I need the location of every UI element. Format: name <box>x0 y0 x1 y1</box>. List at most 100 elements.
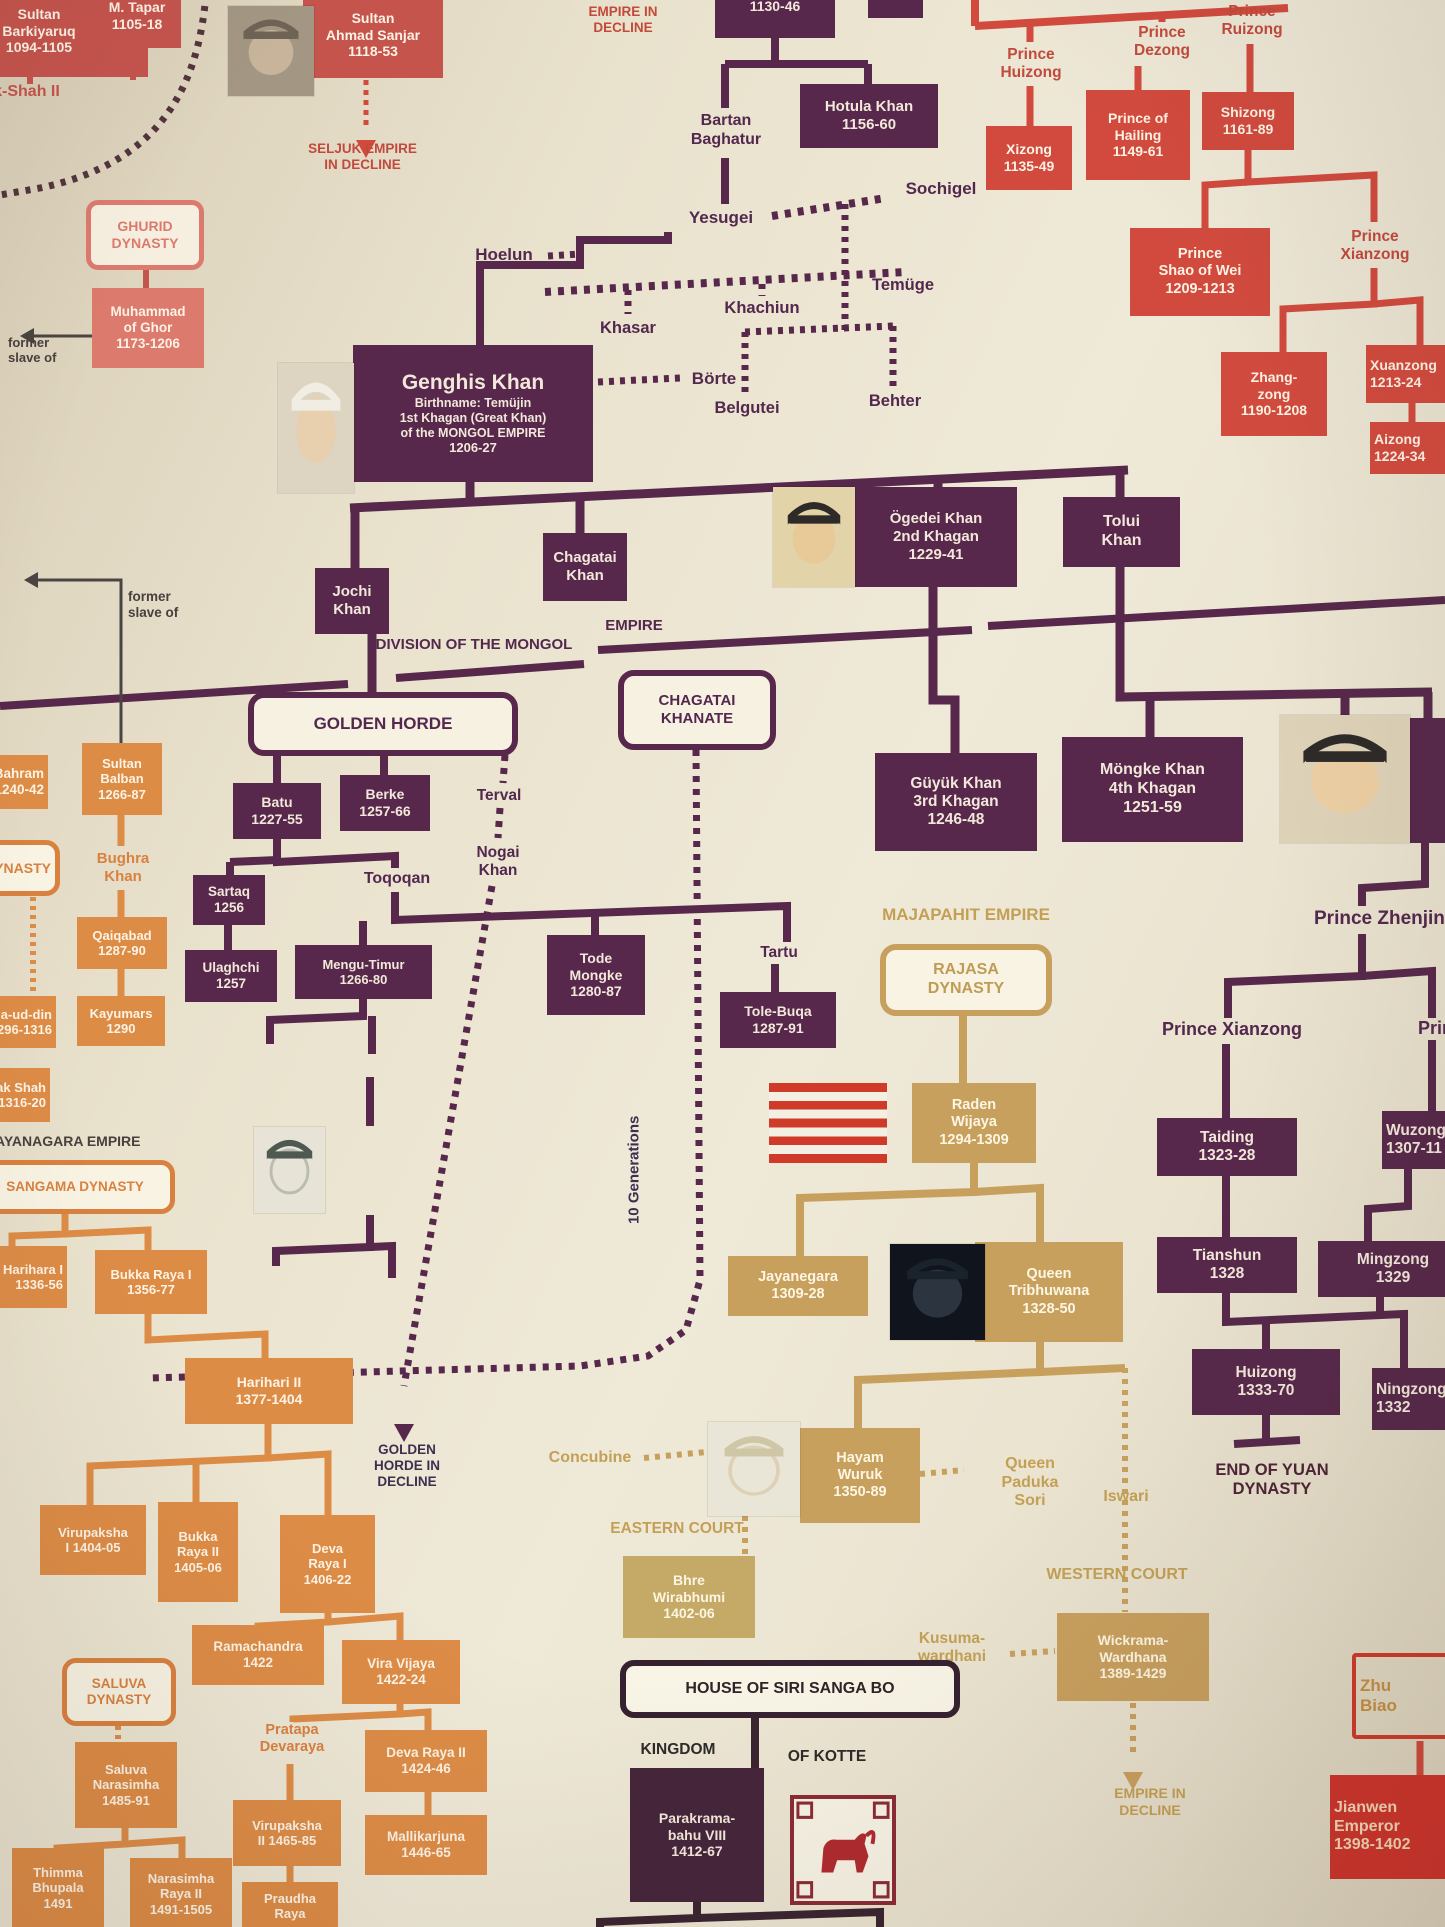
belgutei-text: Belgutei <box>714 399 779 418</box>
hoelun-dots <box>547 250 581 260</box>
rajasa-dynasty-label: RAJASA <box>933 961 999 979</box>
sochigel: Sochigel <box>886 176 996 203</box>
taiding-label: Taiding <box>1200 1128 1254 1146</box>
shao-stem <box>1201 178 1249 230</box>
vijayanagara-empire: VIJAYANAGARA EMPIRE <box>0 1128 180 1154</box>
tolui-bar <box>1115 567 1433 702</box>
ala-ud-din: Ala-ud-din1296-1316 <box>0 996 56 1048</box>
terval-nogai-dots <box>494 807 504 839</box>
jayanegara-label: 1309-28 <box>771 1286 825 1302</box>
curve-top-left <box>0 0 209 199</box>
tartu-label: Tartu <box>760 943 798 961</box>
golden-horde-in-decline-label: DECLINE <box>377 1473 437 1489</box>
sultan-balban-label: Balban <box>100 771 144 787</box>
end-tee <box>1233 1436 1301 1448</box>
kublai-zhenjin <box>1358 843 1429 906</box>
virupaksha-i-label: Virupaksha <box>58 1524 128 1540</box>
slave-line-2 <box>28 578 123 744</box>
nogai-khan-label: Nogai <box>476 843 520 861</box>
kingdom: KINGDOM <box>614 1736 742 1764</box>
prince-huizong-label: Huizong <box>1000 64 1062 81</box>
prince-xianzong-yuan-label: Prince Xianzong <box>1161 1019 1303 1040</box>
iswari-label: Iswari <box>1103 1487 1149 1505</box>
prince-ruizong-label: Ruizong <box>1221 21 1283 38</box>
prince-of-hailing-label: Hailing <box>1114 126 1162 143</box>
ogedei-guyuk <box>928 587 960 755</box>
tianshun-bar <box>1222 1293 1408 1370</box>
terval: Terval <box>466 784 532 808</box>
division-empire-text: EMPIRE <box>605 617 663 635</box>
virupaksha-i-label: I 1404-05 <box>65 1540 121 1555</box>
golden-horde-in-decline-label: HORDE IN <box>373 1458 440 1474</box>
behter-text: Behter <box>869 392 921 411</box>
division-line-3 <box>597 626 973 654</box>
shizong-label: Shizong <box>1220 104 1276 121</box>
zhangzong-label: 1190-1208 <box>1240 402 1308 419</box>
jayanegara-label: Jayanegara <box>758 1268 838 1285</box>
majapahit-empire-text: MAJAPAHIT EMPIRE <box>882 905 1050 925</box>
kotte-lion-flag <box>790 1795 896 1905</box>
vijayanagara-empire-text: VIJAYANAGARA EMPIRE <box>0 1133 141 1150</box>
nogai-khan-label: Khan <box>478 862 518 879</box>
saluva-dynasty-label: DYNASTY <box>86 1692 152 1707</box>
xuanzong-label: Xuanzong <box>1370 357 1437 374</box>
malik-shah-ii-text: Malik-Shah II <box>0 83 60 102</box>
queen-tribhuwana-label: Queen <box>1026 1266 1072 1283</box>
yesugei-label: Yesugei <box>688 207 754 227</box>
batu-bar2 <box>229 856 278 866</box>
prince-xianzong-jin-label: Prince <box>1351 227 1399 245</box>
bhre-wirabhumi-label: 1402-06 <box>663 1605 715 1622</box>
majapahit-empire-label: MAJAPAHIT EMPIRE <box>882 904 1050 924</box>
khabul-khan-label: 1130-46 <box>749 0 801 14</box>
ck-ten-gen-dots <box>149 749 704 1382</box>
bhre-wirabhumi-label: Wirabhumi <box>652 1588 726 1605</box>
bahram-label: Bahram <box>0 766 44 782</box>
deva-raya-ii-label: 1424-46 <box>401 1761 451 1776</box>
golden-horde-in-decline-label: GOLDEN <box>378 1442 436 1458</box>
genghis-khan-label: 1206-27 <box>449 440 497 456</box>
hayam-paduka-dots <box>919 1467 965 1477</box>
khabul-khan: Khabul Khan1130-46 <box>715 0 835 38</box>
prince-cut: Prince <box>1414 1016 1445 1042</box>
bahram-label: 1240-42 <box>0 782 44 797</box>
tode-mongke-label: 1280-87 <box>570 983 622 1000</box>
ogedei-khan-label: Ögedei Khan <box>889 510 983 528</box>
sultan-balban-label: 1266-87 <box>98 786 146 802</box>
ogedei-khan-portrait-art <box>787 502 841 564</box>
division-empire: EMPIRE <box>596 614 672 638</box>
concubine: Concubine <box>536 1446 644 1470</box>
oz-beg-khan-portrait-art <box>266 1139 313 1195</box>
khasar-text: Khasar <box>600 319 656 338</box>
